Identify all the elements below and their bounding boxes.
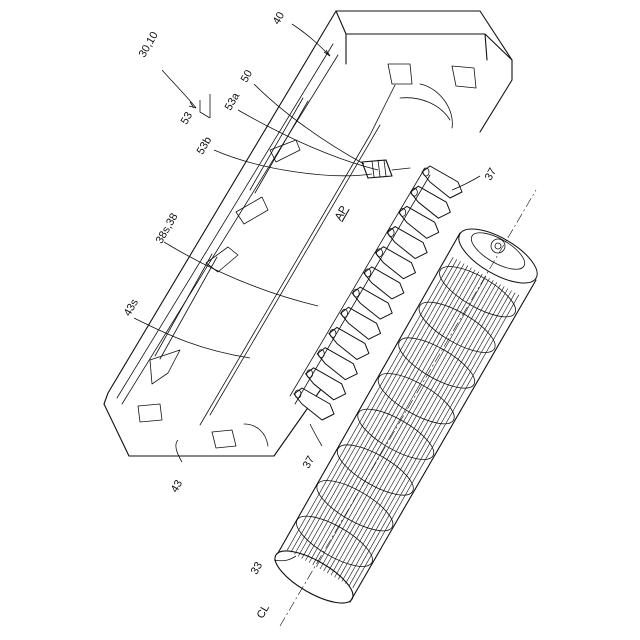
reference-labels: 30,10 40 53 53a 50 53b 38s,38 AP 43s 37 … <box>122 10 500 621</box>
label-fan: 33 <box>249 560 266 577</box>
label-wall-part: 43 <box>169 478 186 495</box>
sensor-connector <box>362 160 410 178</box>
label-airflow: AP <box>333 204 351 223</box>
label-part-b: 53b <box>195 135 215 157</box>
label-sensor: 50 <box>239 68 256 85</box>
label-surface: 38s,38 <box>154 211 181 246</box>
louver-blades <box>290 166 462 420</box>
label-centerline: CL <box>255 603 272 621</box>
label-casing: 40 <box>271 10 288 27</box>
label-blade-upper: 37 <box>483 166 500 183</box>
label-part-a: 53a <box>223 90 243 113</box>
fan-blade-line <box>316 274 482 567</box>
label-blade-lower: 37 <box>301 454 318 471</box>
label-wall-surface: 43s <box>122 297 142 319</box>
label-group: 53 <box>179 110 196 127</box>
label-assembly: 30,10 <box>137 30 161 60</box>
